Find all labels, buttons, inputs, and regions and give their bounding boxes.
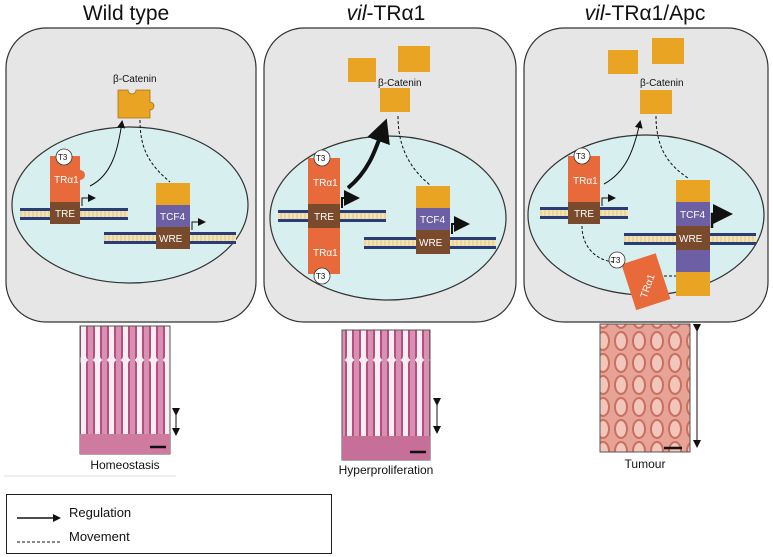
legend-label-movement: Movement (69, 529, 130, 544)
beta-catenin-protein (380, 88, 410, 112)
panel-title-wild-type: Wild type (82, 2, 170, 25)
wre-element (676, 226, 710, 250)
beta-catenin-label: β-Catenin (378, 78, 422, 89)
caption-tumour: Tumour (624, 457, 666, 471)
tre-label: TRE (314, 212, 334, 223)
tcf4-factor (676, 250, 710, 272)
tra1-label: TRα1 (313, 178, 338, 189)
legend-row-regulation: Regulation (7, 505, 331, 523)
histology-image-wild-type (79, 325, 180, 455)
t3-label: T3 (316, 272, 326, 281)
legend: Regulation Movement (6, 494, 332, 554)
caption-hyperproliferation: Hyperproliferation (338, 463, 434, 477)
beta-catenin-label: β-Catenin (640, 78, 684, 89)
regulation-arrow-strong (346, 118, 390, 190)
tcf4-factor (156, 205, 190, 227)
tra1-receptor (50, 156, 85, 202)
beta-catenin-protein (398, 46, 430, 72)
panel-title-vil-tra1-apc: vil-TRα1/Apc (584, 2, 706, 25)
t3-label: T3 (58, 153, 68, 162)
regulation-arrow (603, 120, 643, 185)
tra1-receptor (308, 228, 340, 274)
solid-arrow-icon (17, 514, 61, 522)
t3-ligand (313, 267, 331, 285)
beta-catenin-protein (117, 89, 155, 119)
wre-element (156, 227, 190, 249)
panel-vil-tra1-apc: β-Catenin TRα1 T3 TRE TRα1 T3 TCF4 WRE (523, 27, 769, 323)
transcription-arrow-wre (710, 204, 733, 228)
histology-image-tumour (599, 323, 701, 453)
panel-title-vil-tra1: vil-TRα1 (346, 2, 426, 25)
beta-catenin-bound (676, 272, 710, 296)
t3-label: T3 (611, 256, 621, 265)
transcription-arrow-tre (341, 190, 360, 208)
t3-ligand (313, 149, 331, 167)
movement-line (581, 225, 617, 263)
t3-label: T3 (576, 152, 586, 161)
tre-element (308, 204, 340, 228)
tre-element (50, 202, 80, 224)
regulation-arrow (89, 120, 126, 187)
tra1-label: TRα1 (573, 176, 598, 187)
tre-element (568, 202, 600, 224)
legend-row-movement: Movement (7, 529, 331, 547)
histology-image-vil-tra1 (341, 329, 441, 461)
wre-element (416, 230, 450, 254)
panel-wild-type: β-Catenin TRα1 T3 TRE TCF4 WRE (5, 27, 257, 323)
tcf4-label: TCF4 (420, 215, 445, 226)
beta-catenin-protein (348, 58, 376, 82)
t3-label: T3 (316, 154, 326, 163)
tre-label: TRE (55, 209, 75, 220)
caption-homeostasis: Homeostasis (90, 458, 160, 472)
tra1-label: TRα1 (54, 175, 79, 186)
panel-vil-tra1: β-Catenin TRα1 T3 TRE TRα1 T3 TCF4 WRE (263, 27, 517, 323)
beta-catenin-bound (416, 186, 450, 208)
wre-label: WRE (679, 234, 703, 245)
t3-ligand (608, 251, 626, 269)
beta-catenin-protein (640, 90, 672, 114)
tre-label: TRE (574, 209, 594, 220)
tcf4-label: TCF4 (680, 210, 705, 221)
tra1-receptor (308, 158, 340, 204)
beta-catenin-protein (652, 38, 684, 64)
tra1-receptor (568, 156, 600, 202)
tra1-label: TRα1 (313, 248, 338, 259)
tcf4-label: TCF4 (160, 212, 185, 223)
beta-catenin-label: β-Catenin (113, 74, 157, 85)
transcription-arrow-wre (451, 216, 470, 234)
tcf4-factor (416, 208, 450, 230)
transcription-arrow-tre (81, 194, 96, 206)
dashed-line-icon (17, 541, 61, 543)
wre-label: WRE (419, 238, 443, 249)
t3-ligand (55, 148, 73, 166)
tra1-receptor-free (621, 253, 671, 311)
tcf4-factor (676, 202, 710, 226)
transcription-arrow-tre (601, 194, 616, 206)
transcription-arrow-wre (191, 218, 206, 230)
wre-label: WRE (159, 234, 183, 245)
movement-line (655, 115, 689, 179)
movement-line (139, 119, 171, 183)
beta-catenin-bound (156, 183, 190, 205)
t3-ligand (573, 147, 591, 165)
beta-catenin-protein (608, 50, 638, 74)
legend-label-regulation: Regulation (69, 505, 132, 520)
movement-line (397, 115, 431, 186)
nucleus (11, 126, 249, 284)
beta-catenin-bound (676, 180, 710, 202)
